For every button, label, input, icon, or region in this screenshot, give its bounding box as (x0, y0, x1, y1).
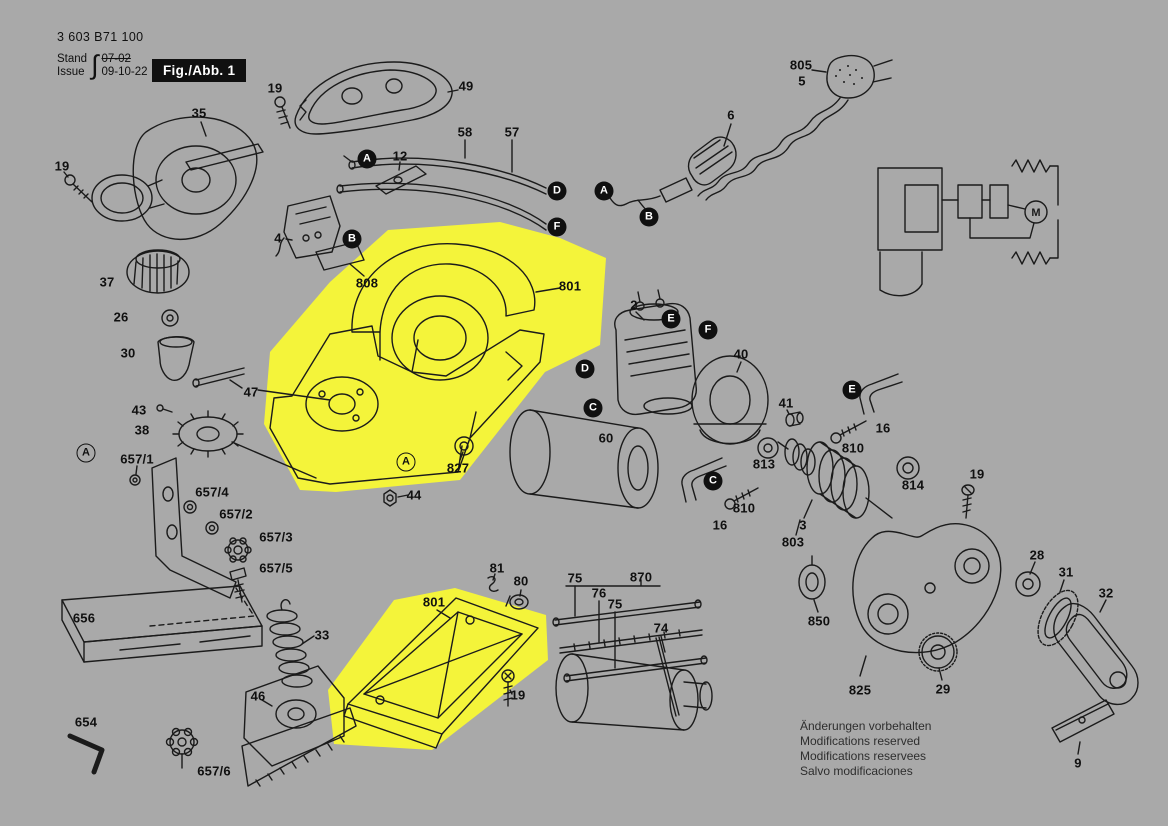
handle-cover-49 (294, 61, 459, 135)
planer-body-801 (269, 243, 561, 507)
stand-label: Stand (57, 52, 88, 65)
issue-value: 09-10-22 (101, 65, 148, 78)
stand-value: 07-02 (101, 52, 131, 65)
type-number: 3 603 B71 100 (57, 30, 144, 44)
drive-side-parts (798, 523, 1139, 755)
motor-parts (681, 355, 975, 536)
clamp-ring-and-screw (63, 171, 165, 222)
chip-tube-60 (509, 409, 659, 509)
belt-cover-35 (132, 96, 291, 241)
figure-label: Fig./Abb. 1 (152, 59, 247, 82)
fence-bracket-657 (129, 457, 252, 603)
guide-rods-57-58 (336, 139, 547, 231)
brace-glyph: ∫ (91, 50, 99, 80)
motor-symbol-label: M (1031, 207, 1040, 219)
highlight-base-plate (328, 588, 548, 750)
allen-key-654 (67, 733, 105, 775)
highlight-main-body (264, 222, 606, 492)
base-plate-801 (343, 573, 539, 749)
guide-plate-656 (61, 585, 263, 663)
issue-label: Issue (57, 65, 85, 78)
legal-note-line: Salvo modificaciones (800, 764, 913, 778)
adjust-knob-stack (126, 249, 331, 479)
depth-rod-set (552, 579, 713, 731)
highlight-regions (264, 222, 606, 750)
legal-note: Änderungen vorbehalten Modifications res… (800, 719, 931, 779)
legal-note-line: Änderungen vorbehalten (800, 719, 932, 733)
power-cord-assembly (609, 54, 893, 215)
title-block: 3 603 B71 100 Stand Issue ∫ 07-02 09-10-… (57, 30, 148, 81)
stator-2 (614, 289, 697, 416)
legal-note-line: Modifications reserved (800, 734, 921, 748)
foot-assembly (165, 599, 357, 787)
wiring-schematic (877, 159, 1059, 297)
legal-note-line: Modifications reservees (800, 749, 927, 763)
